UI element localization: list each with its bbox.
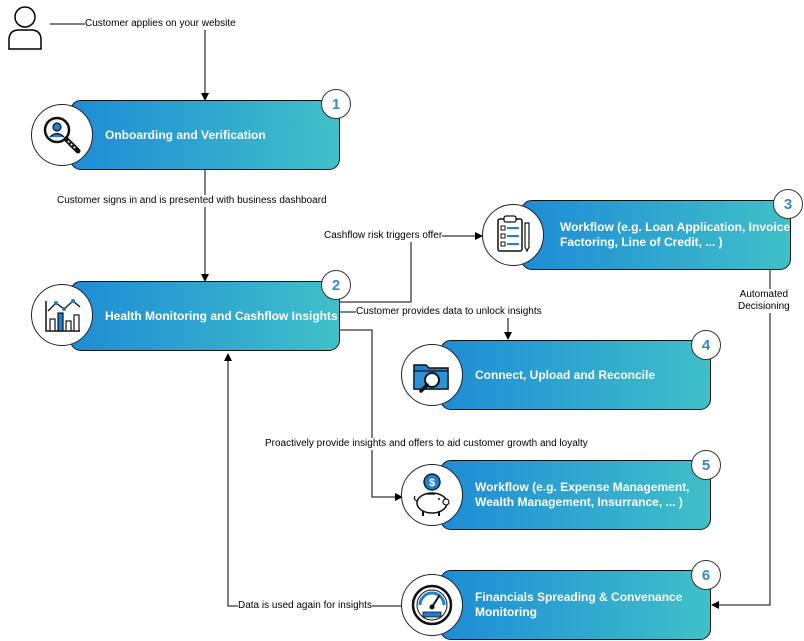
step-6-badge: 6 [691,560,721,590]
step-2-icon-circle [31,284,93,346]
svg-text:$: $ [429,477,435,489]
label-signs-in: Customer signs in and is presented with … [57,195,327,207]
step-1-icon-circle [31,104,93,166]
label-reused: Data is used again for insights [238,600,372,612]
step-3-box[interactable]: Workflow (e.g. Loan Application, Invoice… [521,200,791,270]
label-proactive: Proactively provide insights and offers … [265,438,588,450]
label-automated: Automated [739,289,789,300]
edge-proactive [340,329,403,501]
label-risk: Cashflow risk triggers offer [324,230,443,242]
chart-icon [45,299,81,332]
step-4-icon-circle [401,344,463,406]
step-1-badge: 1 [321,89,351,119]
step-6-title-line1: Financials Spreading & Convenance [475,590,683,604]
step-2-badge: 2 [321,270,351,300]
step-1-title: Onboarding and Verification [105,127,266,142]
step-4-title: Connect, Upload and Reconcile [475,367,656,382]
step-4-box[interactable]: Connect, Upload and Reconcile [440,340,711,410]
step-3-badge: 3 [773,189,803,219]
gauge-icon [411,584,453,626]
step-3-icon-circle [482,204,544,266]
folder-search-icon [413,364,449,393]
step-3-title-line1: Workflow (e.g. Loan Application, Invoice [560,220,791,234]
step-5-icon-circle: $ [401,464,463,526]
step-3-title-line2: Factoring, Line of Credit, ... ) [560,235,723,249]
step-6-icon-circle [401,574,463,636]
label-provides: Customer provides data to unlock insight… [356,306,542,318]
edge-risk [340,232,483,303]
piggy-bank-icon: $ [413,473,450,516]
magnifier-person-icon [43,116,81,154]
step-4-badge: 4 [691,330,721,360]
edge-reused [224,353,402,607]
step-6-box[interactable]: Financials Spreading & Convenance Monito… [440,570,711,640]
clipboard-checklist-icon [497,215,530,253]
step-5-title-line2: Wealth Management, Insurrance, ... ) [475,495,683,509]
step-2-box[interactable]: Health Monitoring and Cashflow Insights [70,281,340,351]
step-5-title-line1: Workflow (e.g. Expense Management, [475,480,690,494]
edge-applies [50,23,209,101]
edge-decisioning [711,270,771,609]
label-decisioning-text: Decisioning [738,301,790,312]
step-5-badge: 5 [691,450,721,480]
step-2-title: Health Monitoring and Cashflow Insights [105,308,338,323]
customer-person-icon [8,6,42,50]
step-6-title-line2: Monitoring [475,605,537,619]
label-applies: Customer applies on your website [85,18,236,30]
label-automated-decisioning: Automated Decisioning [738,289,790,313]
step-1-box[interactable]: Onboarding and Verification [70,100,340,170]
step-5-box[interactable]: Workflow (e.g. Expense Management, Wealt… [440,460,711,530]
